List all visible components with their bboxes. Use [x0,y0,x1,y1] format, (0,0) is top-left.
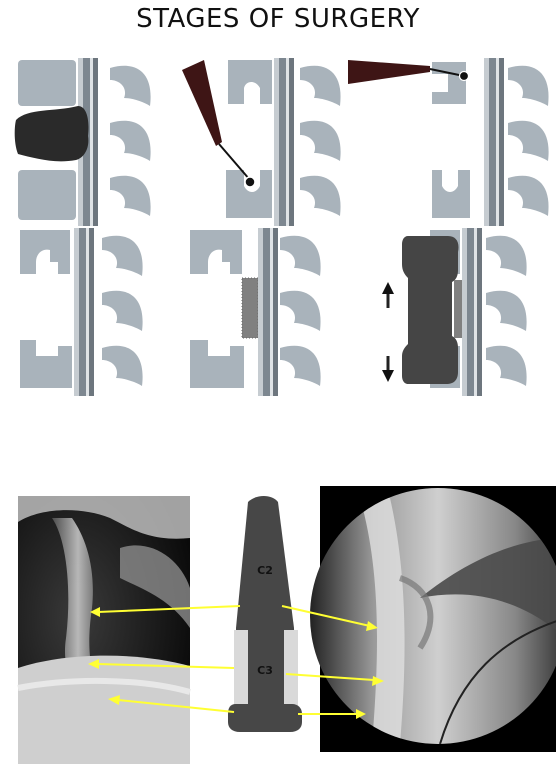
xray-right [310,486,556,752]
xray-comparison: C2 C3 [0,478,556,769]
stage-2 [182,58,341,226]
tumor [15,106,89,161]
stage-5 [190,228,321,396]
up-arrow-icon [382,282,394,308]
vertebral-body [190,230,242,274]
down-arrow-icon [382,356,394,382]
stage-4 [20,228,143,396]
page-title: STAGES OF SURGERY [0,4,556,34]
surgery-stages-diagram [0,50,556,400]
implant [402,236,459,384]
xray-left [18,496,190,764]
vertebral-body [190,340,244,388]
stage-6 [382,228,527,396]
stage-1 [15,58,151,226]
drill-icon [348,60,430,84]
stage-3 [348,58,549,226]
vertebral-body [20,340,72,388]
vertebral-body [20,230,70,274]
implant-illustration: C2 C3 [228,496,302,732]
vertebral-body [18,60,76,106]
vertebral-body [432,62,466,104]
vertebral-body [18,170,76,220]
vertebral-body [432,170,470,218]
drill-icon [182,60,222,146]
c2-label: C2 [257,564,273,577]
c3-label: C3 [257,664,273,677]
vertebral-body [228,60,272,104]
bone-graft [242,278,258,338]
